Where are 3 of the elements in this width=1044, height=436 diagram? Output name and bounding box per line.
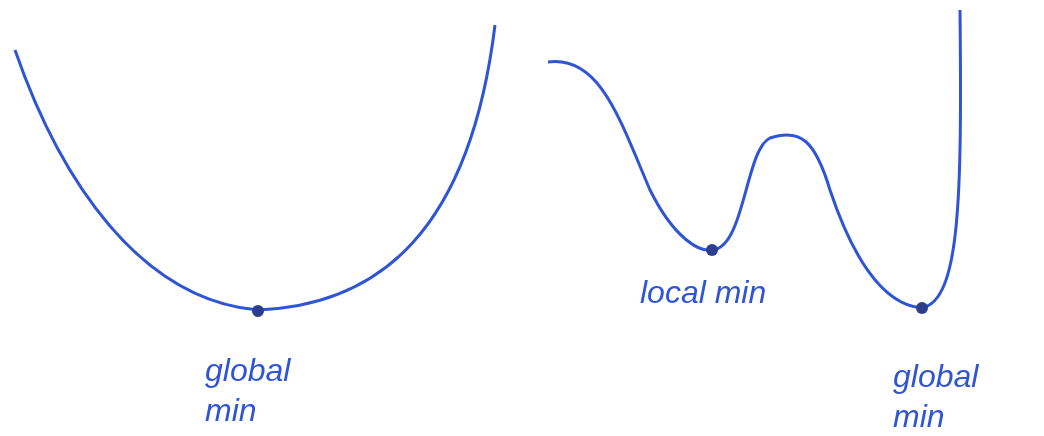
- minimum-label: global min: [205, 351, 292, 430]
- minimum-label: local min: [640, 273, 768, 312]
- minimum-label: global min: [893, 357, 980, 436]
